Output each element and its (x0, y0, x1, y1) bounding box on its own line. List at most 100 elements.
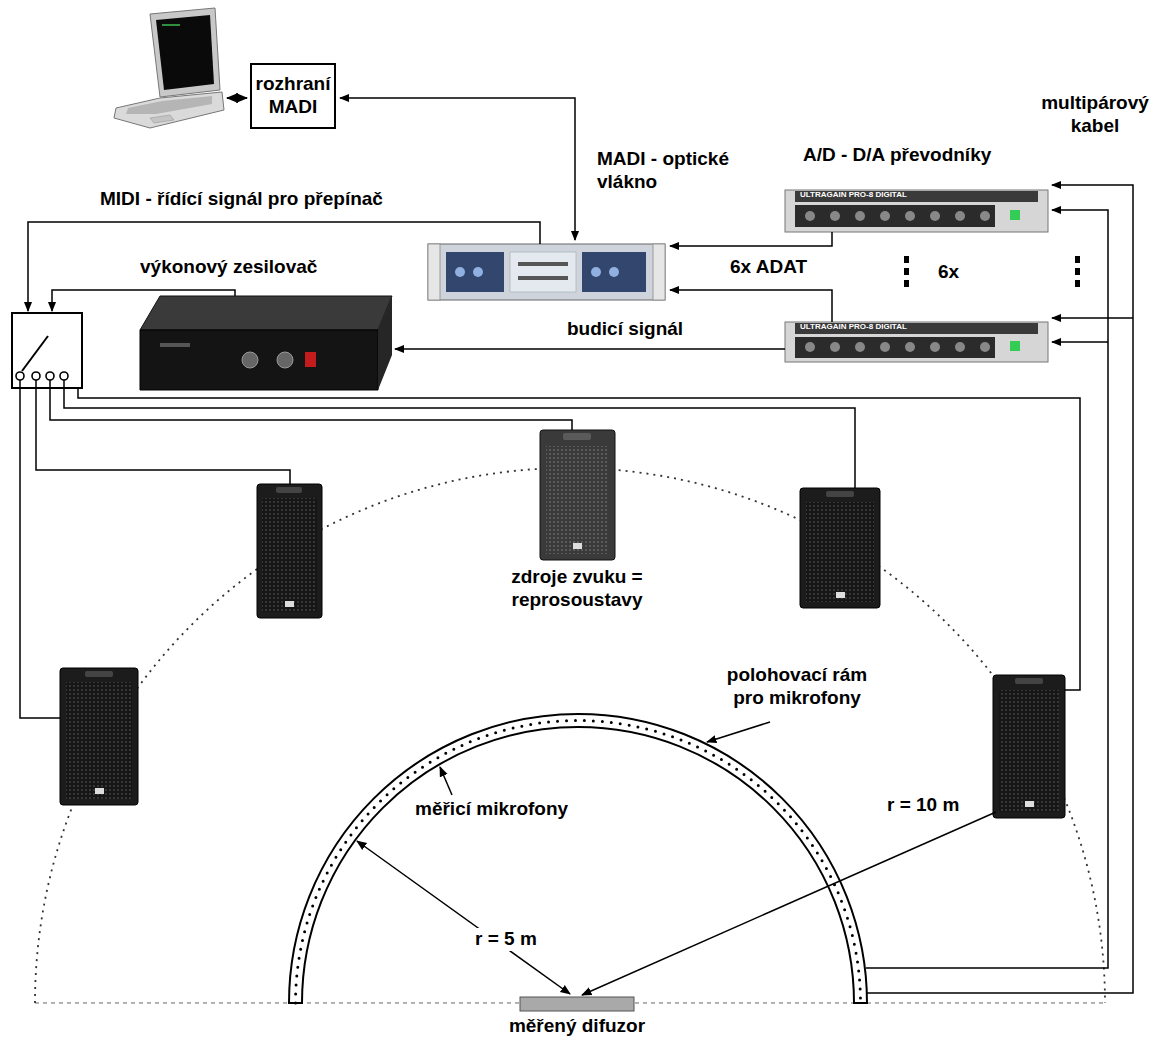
switch-contact (16, 372, 24, 380)
device-label: zdroje zvuku = reprosoustavy (477, 566, 677, 612)
speaker-wire (50, 380, 572, 430)
jack (855, 342, 865, 352)
device-label: výkonový zesilovač (140, 256, 317, 279)
laptop-base (114, 92, 224, 128)
status-led (455, 267, 465, 277)
switch-lever (22, 336, 48, 371)
loudspeaker (993, 675, 1065, 818)
amp-front (140, 330, 378, 390)
dimension-label: r = 10 m (884, 794, 962, 817)
multipair-cable (1052, 341, 1108, 343)
laptop-icon (114, 8, 224, 128)
jack (980, 342, 990, 352)
jack (805, 342, 815, 352)
status-led (473, 267, 483, 277)
speaker-grille (546, 446, 609, 554)
rack-unit (428, 244, 665, 300)
dimension-label: r = 5 m (472, 928, 540, 951)
speaker-handle (826, 491, 854, 497)
link-label: 6x ADAT (730, 256, 807, 279)
laptop-touchpad (150, 115, 174, 123)
jack (930, 211, 940, 221)
amp-knob (242, 352, 258, 368)
multipair-cable (1052, 317, 1133, 319)
rack-unit (785, 190, 1048, 232)
amp-side (378, 296, 392, 390)
speaker-wire (20, 380, 60, 718)
switch-box (12, 313, 82, 388)
microphone-frame (289, 714, 867, 1003)
speaker-handle (85, 671, 113, 677)
loudspeaker (540, 430, 615, 560)
speaker-wire (64, 380, 855, 488)
laptop-keyboard (126, 96, 212, 114)
speaker-logo (836, 592, 845, 598)
cable-label: multipárový kabel (1031, 92, 1159, 138)
microphone-label: měřicí mikrofony (415, 798, 568, 821)
count-label: 6x (938, 261, 959, 284)
speaker-grille (66, 682, 132, 799)
jack (905, 211, 915, 221)
header-strip (795, 323, 1038, 334)
speaker-logo (285, 601, 294, 607)
jack (955, 211, 965, 221)
speaker-body (993, 675, 1065, 818)
loudspeaker (800, 488, 880, 608)
ellipsis-dot (1075, 256, 1080, 263)
loudspeaker (60, 668, 138, 805)
speaker-body (60, 668, 138, 805)
drive-signal-wire (395, 348, 785, 350)
screen-text (162, 24, 180, 26)
jack (805, 211, 815, 221)
jack-panel (795, 337, 995, 358)
panel-section (582, 252, 646, 292)
ellipsis-dot (904, 256, 909, 263)
jack-panel (795, 205, 995, 227)
jack (980, 211, 990, 221)
radius-arrow (357, 841, 570, 994)
leader-line (440, 767, 452, 795)
switch-contact (60, 372, 68, 380)
speaker-body (540, 430, 615, 560)
link-label: MIDI - řídící signál pro přepínač (100, 188, 383, 211)
rack-ear (653, 244, 665, 300)
interface-box: rozhraní MADI (250, 63, 336, 129)
adat-link (670, 232, 832, 246)
jack (930, 342, 940, 352)
madi-converter (428, 244, 665, 300)
ad-converter (785, 322, 1048, 362)
ellipsis-dot (1075, 280, 1080, 287)
speaker-wire (36, 380, 290, 484)
ellipsis-dot (904, 280, 909, 287)
jack (830, 342, 840, 352)
device-faceplate-text: ULTRAGAIN PRO-8 DIGITAL (800, 191, 907, 200)
laptop-lid (150, 8, 220, 97)
jack (830, 211, 840, 221)
diffuser-sample (520, 997, 634, 1011)
speaker-logo (573, 543, 582, 549)
frame-label: polohovací rám pro mikrofony (715, 664, 880, 710)
speaker-wire (78, 388, 1080, 690)
amp-top (140, 296, 392, 330)
power-amplifier (140, 296, 392, 390)
status-led (591, 267, 601, 277)
sample-label: měřený difuzor (509, 1015, 645, 1038)
jack (955, 342, 965, 352)
speaker-grille (806, 502, 874, 602)
switch-contact (32, 372, 40, 380)
adat-link (670, 290, 832, 322)
panel-section (446, 252, 504, 292)
amp-switch (305, 352, 316, 367)
speaker-grille (262, 498, 317, 612)
ellipsis-dot (1075, 268, 1080, 275)
speaker-handle (276, 487, 302, 493)
speaker-switch (12, 313, 82, 388)
ellipsis-dot (904, 268, 909, 275)
jack (880, 211, 890, 221)
speaker-body (800, 488, 880, 608)
laptop-screen (156, 15, 214, 90)
box-text: rozhraní MADI (256, 73, 331, 119)
link-label: MADI - optické vlákno (597, 148, 747, 194)
jack (905, 342, 915, 352)
